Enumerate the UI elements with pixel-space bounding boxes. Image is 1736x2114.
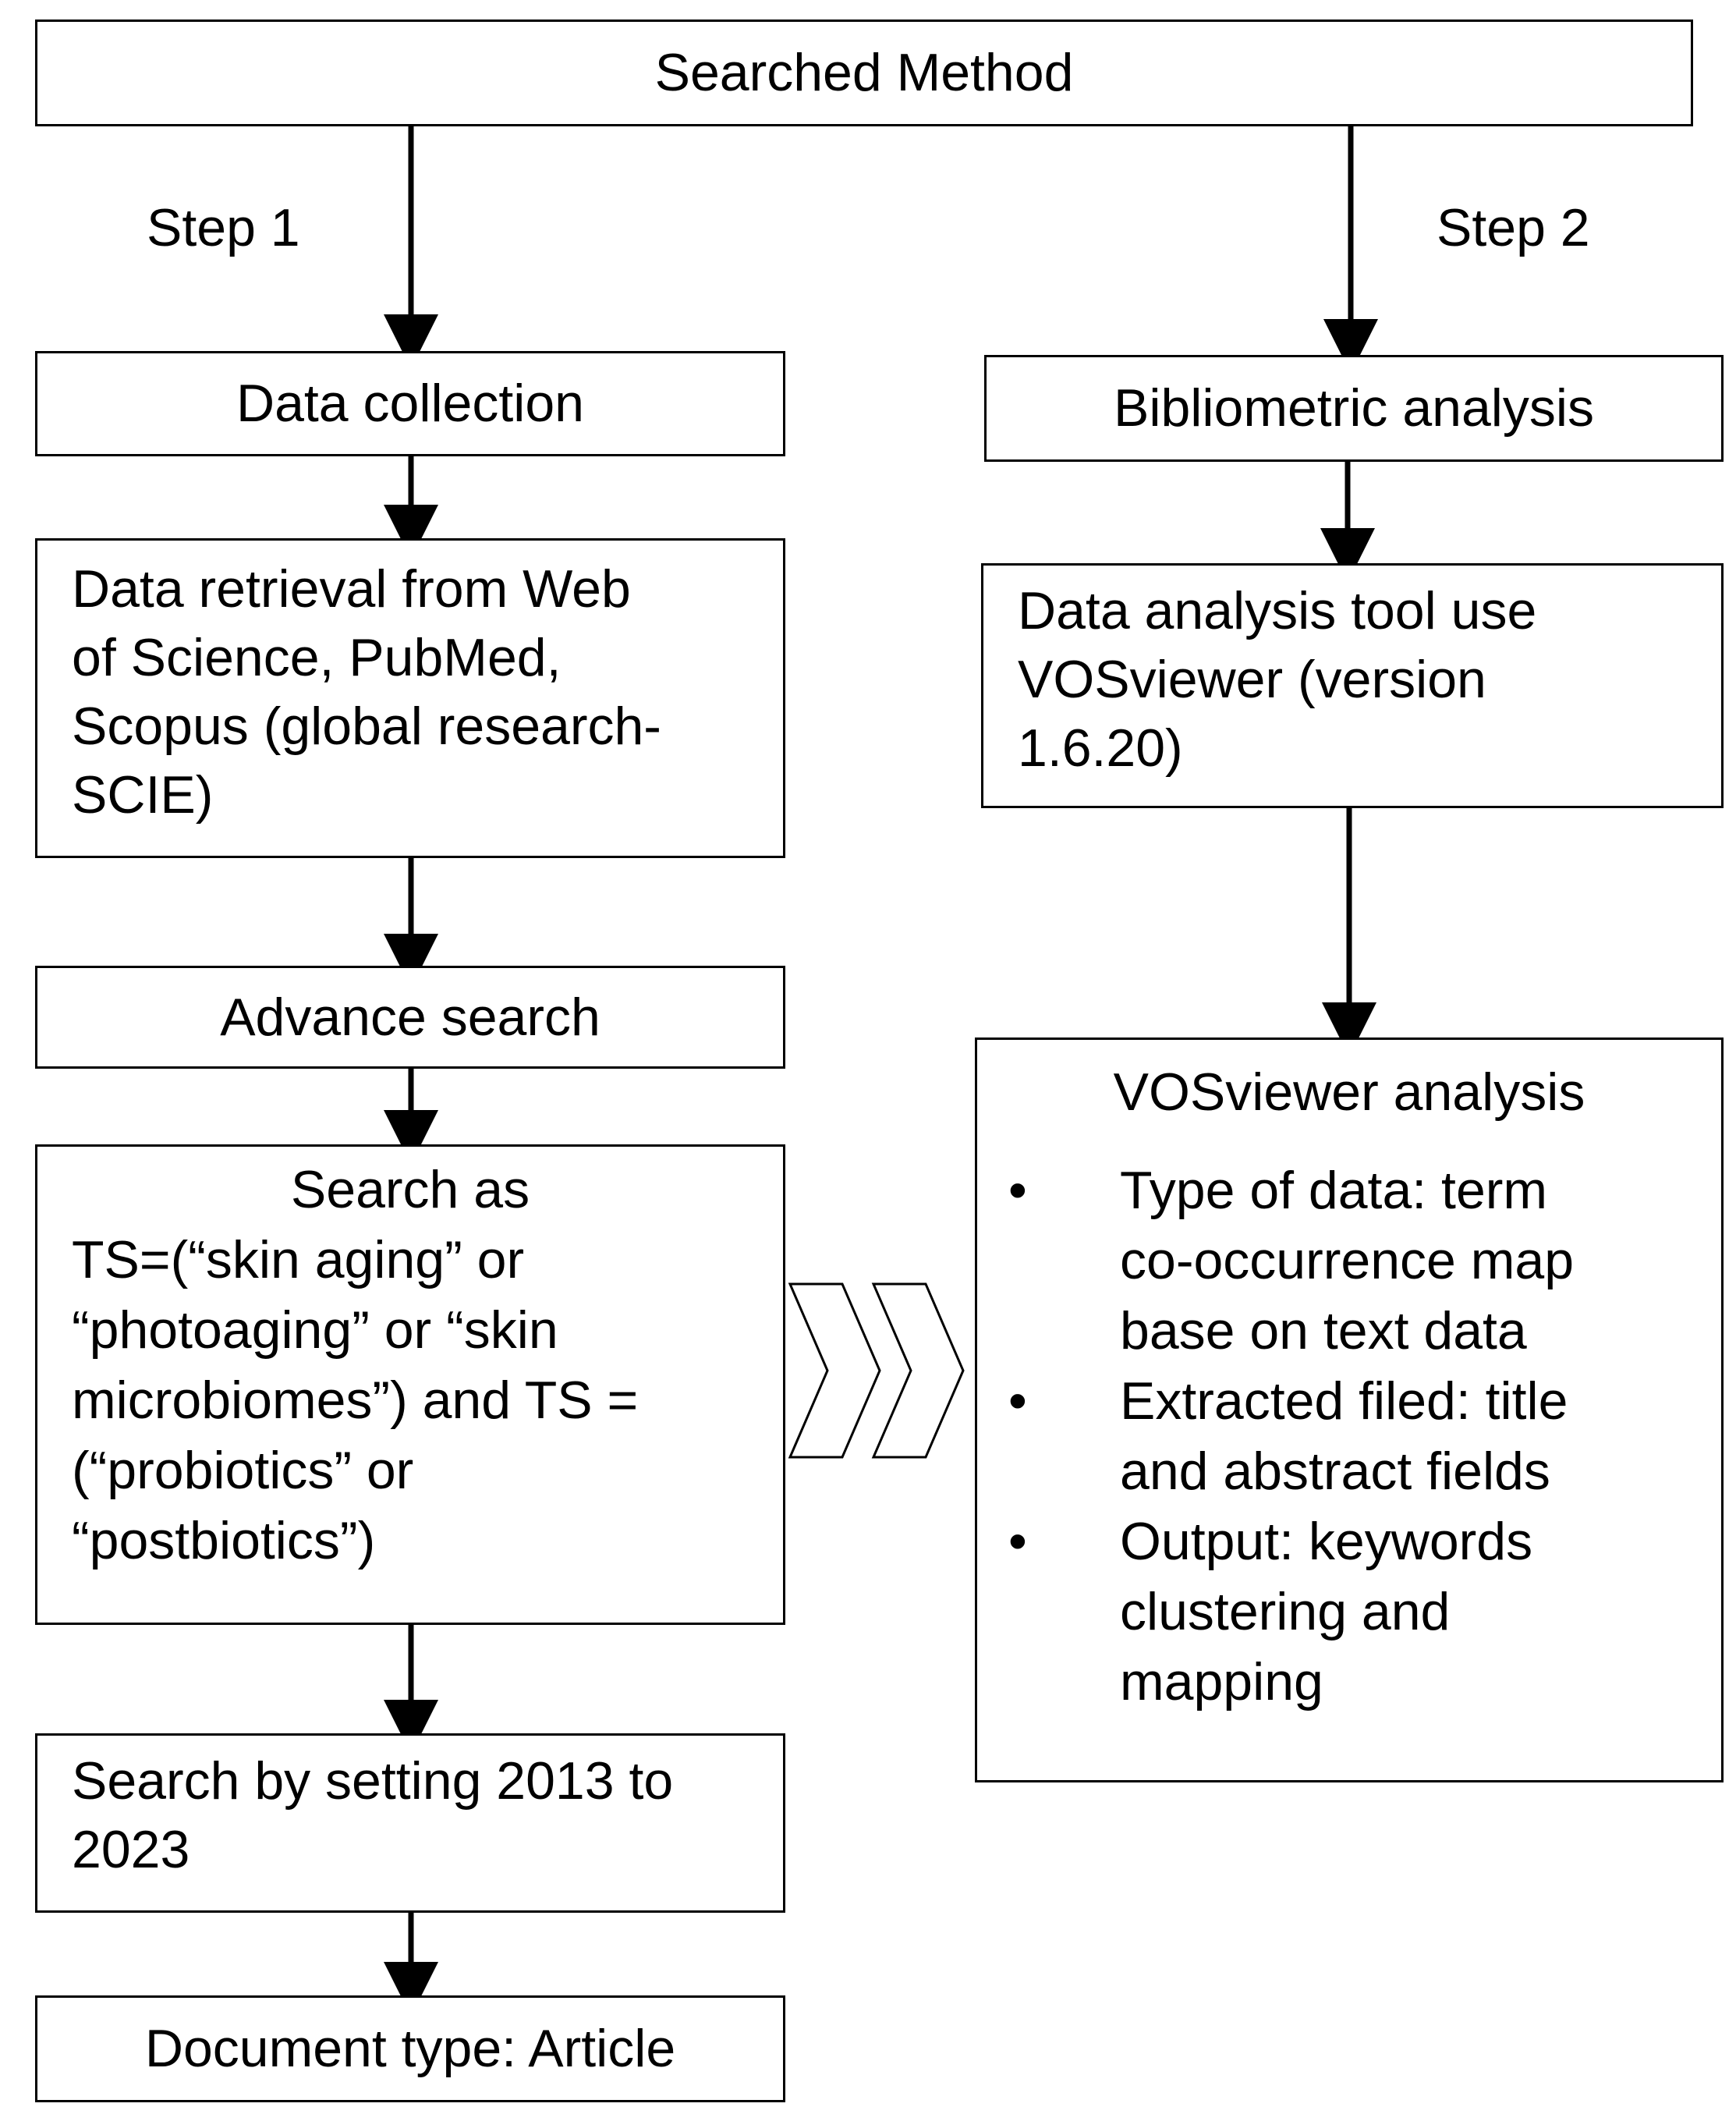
- search-as-heading: Search as: [290, 1160, 530, 1219]
- retrieval-line: Data retrieval from Web: [72, 559, 631, 619]
- retrieval-line: Scopus (global research-: [72, 697, 661, 756]
- vosviewer-bullet-list: • Type of data: term co-occurrence map b…: [977, 1155, 1721, 1717]
- analysis-tool-box: Data analysis tool use VOSviewer (versio…: [981, 563, 1724, 808]
- bullet-symbol: •: [1008, 1512, 1027, 1571]
- setting-line: 2023: [72, 1820, 190, 1879]
- step-1-label: Step 1: [147, 198, 300, 257]
- document-type-box: Document type: Article: [35, 1995, 785, 2102]
- tool-line: VOSviewer (version: [1018, 650, 1486, 709]
- search-query-line: microbiomes”) and TS =: [72, 1371, 639, 1430]
- bullet-symbol: •: [1008, 1371, 1027, 1431]
- chevron-connector-2: [871, 1282, 965, 1459]
- bullet-line: Extracted filed: title: [1120, 1371, 1568, 1431]
- bullet-line: co-occurrence map: [1120, 1231, 1575, 1290]
- advance-search-label: Advance search: [220, 987, 601, 1047]
- bullet-line: and abstract fields: [1120, 1442, 1550, 1501]
- searched-method-box: Searched Method: [35, 20, 1693, 126]
- setting-line: Search by setting 2013 to: [72, 1751, 674, 1811]
- step-2-label: Step 2: [1437, 198, 1590, 257]
- retrieval-line: of Science, PubMed,: [72, 628, 562, 687]
- vosviewer-analysis-box: VOSviewer analysis • Type of data: term …: [975, 1037, 1724, 1782]
- bullet-symbol: •: [1008, 1161, 1027, 1220]
- bullet-item-output: • Output: keywords clustering and mappin…: [977, 1506, 1721, 1717]
- data-collection-label: Data collection: [236, 374, 585, 434]
- bibliometric-analysis-label: Bibliometric analysis: [1114, 378, 1594, 438]
- tool-line: 1.6.20): [1018, 718, 1183, 778]
- bullet-line: Output: keywords: [1120, 1512, 1533, 1571]
- search-query-box: Search as TS=(“skin aging” or “photoagin…: [35, 1144, 785, 1625]
- tool-line: Data analysis tool use: [1018, 581, 1537, 640]
- bullet-line: clustering and: [1120, 1582, 1451, 1641]
- search-query-line: “postbiotics”): [72, 1511, 376, 1570]
- bibliometric-analysis-box: Bibliometric analysis: [984, 355, 1724, 462]
- bullet-line: Type of data: term: [1120, 1161, 1548, 1220]
- search-setting-box: Search by setting 2013 to 2023: [35, 1733, 785, 1913]
- searched-method-title: Searched Method: [654, 43, 1074, 103]
- search-query-line: TS=(“skin aging” or: [72, 1230, 525, 1289]
- data-collection-box: Data collection: [35, 351, 785, 456]
- bullet-line: mapping: [1120, 1652, 1323, 1711]
- bullet-item-data-type: • Type of data: term co-occurrence map b…: [977, 1155, 1721, 1366]
- bullet-line: base on text data: [1120, 1301, 1527, 1360]
- advance-search-box: Advance search: [35, 966, 785, 1069]
- search-query-line: “photoaging” or “skin: [72, 1300, 558, 1360]
- retrieval-line: SCIE): [72, 765, 214, 825]
- data-retrieval-box: Data retrieval from Web of Science, PubM…: [35, 538, 785, 858]
- search-query-line: (“probiotics” or: [72, 1441, 414, 1500]
- chevron-connector-1: [788, 1282, 881, 1459]
- bullet-item-extracted-field: • Extracted filed: title and abstract fi…: [977, 1366, 1721, 1506]
- vosviewer-analysis-heading: VOSviewer analysis: [1113, 1062, 1585, 1122]
- document-type-label: Document type: Article: [144, 2019, 676, 2079]
